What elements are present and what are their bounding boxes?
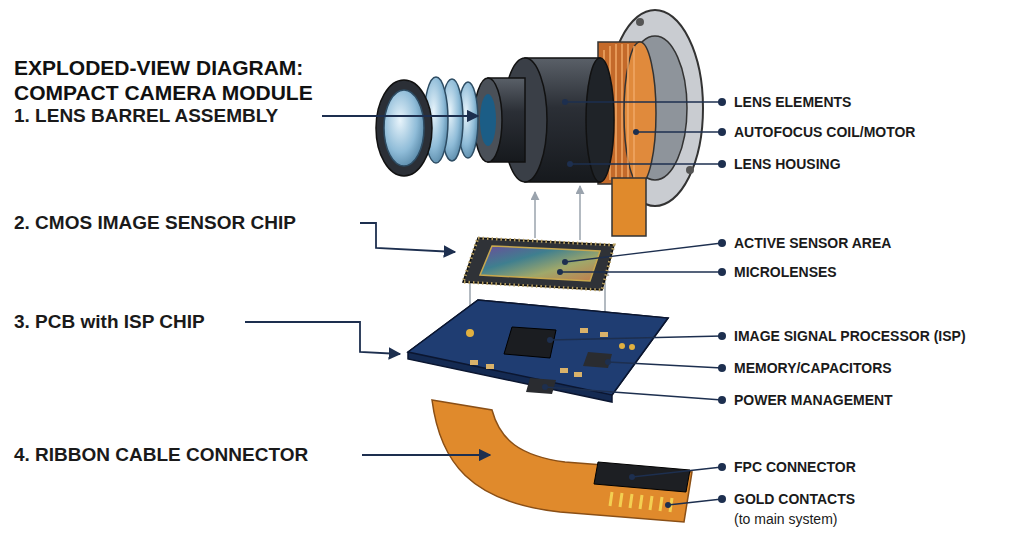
- sensor-package: [463, 238, 614, 290]
- capacitor: [560, 368, 568, 373]
- leader-dot: [718, 160, 726, 168]
- leader-dot: [718, 463, 726, 471]
- callout-label: 4. RIBBON CABLE CONNECTOR: [14, 444, 308, 466]
- callout-arrow: [360, 223, 455, 252]
- fpc-connector: [594, 462, 690, 492]
- pcb-pad: [466, 329, 474, 337]
- callout-arrow: [362, 454, 490, 456]
- front-lens: [384, 90, 424, 166]
- assembly-arrow: [579, 186, 581, 240]
- memory-chip: [583, 352, 612, 368]
- leader-dot: [718, 239, 726, 247]
- callout-arrow: [322, 115, 478, 117]
- part-label: LENS ELEMENTS: [734, 94, 851, 110]
- isp-chip: [504, 327, 556, 358]
- part-label: GOLD CONTACTS: [734, 491, 855, 507]
- pcb-pad: [619, 343, 625, 349]
- leader-dot: [718, 364, 726, 372]
- part-label: MEMORY/CAPACITORS: [734, 360, 892, 376]
- leader-line: [570, 163, 722, 164]
- leader-line: [608, 362, 722, 368]
- leader-dot: [718, 268, 726, 276]
- leader-line: [545, 387, 722, 400]
- part-dot: [629, 474, 635, 480]
- capacitor: [574, 372, 582, 377]
- assembly-arrow: [534, 192, 536, 238]
- callout-label: 2. CMOS IMAGE SENSOR CHIP: [14, 212, 296, 234]
- callout-label: 3. PCB with ISP CHIP: [14, 311, 205, 333]
- capacitors: [470, 328, 608, 377]
- part-label: MICROLENSES: [734, 264, 837, 280]
- leader-dot: [718, 332, 726, 340]
- sensor-pins: [463, 238, 614, 290]
- coil-flex-tab: [612, 178, 646, 236]
- capacitor: [600, 332, 608, 337]
- part-dot: [633, 129, 639, 135]
- capacitor: [486, 364, 494, 369]
- pcb-edge: [408, 300, 668, 402]
- leader-line: [550, 336, 722, 340]
- leader-line: [636, 131, 722, 132]
- pcb-pad: [629, 344, 635, 350]
- pcb-board: [408, 300, 668, 395]
- part-dot: [562, 99, 568, 105]
- leader-line: [632, 467, 722, 477]
- front-lens-ring: [376, 80, 432, 176]
- barrel-aperture: [480, 94, 496, 146]
- coil-end: [624, 42, 656, 184]
- part-label: AUTOFOCUS COIL/MOTOR: [734, 124, 915, 140]
- capacitor: [470, 360, 478, 365]
- ribbon-cable: [432, 400, 692, 522]
- leader-line: [565, 101, 722, 102]
- part-dots: [542, 99, 671, 508]
- part-dot: [665, 502, 671, 508]
- leader-line: [565, 243, 722, 262]
- part-dot: [542, 384, 548, 390]
- part-label: LENS HOUSING: [734, 156, 841, 172]
- callout-label: 1. LENS BARREL ASSEMBLY: [14, 105, 278, 127]
- gold-contacts: [610, 492, 672, 512]
- leader-line: [560, 271, 722, 272]
- part-label: IMAGE SIGNAL PROCESSOR (ISP): [734, 328, 966, 344]
- capacitor: [580, 328, 588, 333]
- leader-lines: [545, 102, 722, 505]
- active-sensor-area: [480, 246, 600, 281]
- leader-dot: [718, 495, 726, 503]
- leader-dot: [718, 128, 726, 136]
- power-chip: [526, 378, 556, 394]
- part-dot: [547, 337, 553, 343]
- leader-dots: [718, 98, 726, 503]
- leader-line: [668, 499, 722, 505]
- part-label: POWER MANAGEMENT: [734, 392, 893, 408]
- part-label: ACTIVE SENSOR AREA: [734, 235, 891, 251]
- part-dot: [557, 269, 563, 275]
- screw-hole: [636, 18, 644, 26]
- part-dot: [605, 359, 611, 365]
- screw-hole: [686, 166, 694, 174]
- part-dot: [567, 161, 573, 167]
- leader-dot: [718, 396, 726, 404]
- leader-dot: [718, 98, 726, 106]
- part-label: FPC CONNECTOR: [734, 459, 856, 475]
- part-note: (to main system): [734, 511, 837, 527]
- callout-arrow: [245, 322, 400, 354]
- part-dot: [562, 259, 568, 265]
- diagram-title: EXPLODED-VIEW DIAGRAM: COMPACT CAMERA MO…: [14, 55, 374, 105]
